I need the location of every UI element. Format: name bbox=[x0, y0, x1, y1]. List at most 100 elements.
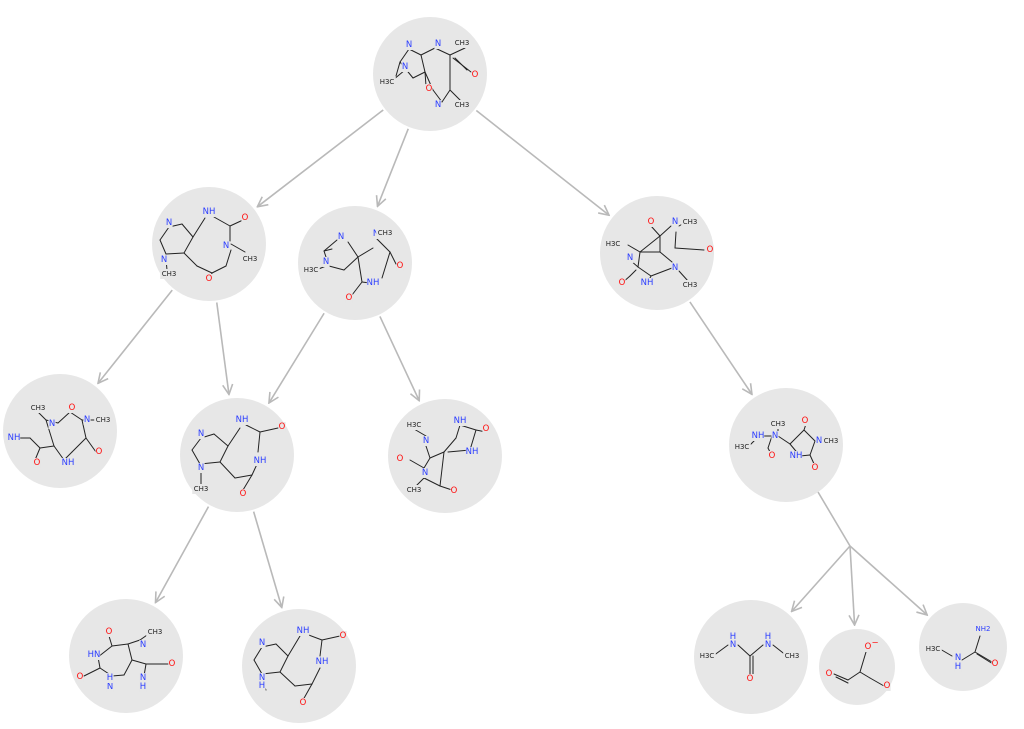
bond-line bbox=[413, 428, 427, 437]
bond-line bbox=[650, 225, 661, 237]
atom-label-bg bbox=[471, 70, 479, 80]
atom-label: N bbox=[772, 431, 778, 441]
atom-label-bg bbox=[345, 293, 353, 303]
atom-label: NH bbox=[316, 657, 329, 667]
atom-label: O bbox=[206, 274, 213, 284]
atom-label-bg bbox=[222, 241, 230, 251]
atom-label-bg bbox=[192, 484, 210, 494]
bond-line bbox=[399, 48, 410, 63]
atom-label-bg bbox=[106, 682, 114, 692]
atom-label-bg bbox=[453, 416, 467, 426]
atom-label-bg bbox=[618, 278, 626, 288]
atom-label: O bbox=[472, 70, 479, 80]
atom-label: O bbox=[802, 416, 809, 426]
bond-line bbox=[279, 671, 296, 687]
edge-arrow bbox=[689, 301, 752, 394]
node-circle bbox=[298, 206, 412, 320]
bond-line bbox=[859, 671, 871, 679]
atom-label-bg bbox=[640, 278, 654, 288]
bond-line bbox=[279, 655, 289, 673]
atom-label: NH bbox=[254, 456, 267, 466]
bond-line bbox=[219, 461, 236, 479]
atom-label: H3C bbox=[304, 266, 319, 274]
atom-label-bg bbox=[647, 217, 655, 227]
atom-label: O bbox=[483, 424, 490, 434]
bond-line bbox=[375, 237, 391, 253]
atom-label: H bbox=[955, 662, 961, 672]
atom-label-bg bbox=[425, 84, 433, 94]
atom-label-bg bbox=[954, 653, 962, 663]
atom-label-bg bbox=[671, 217, 679, 227]
bond-line bbox=[191, 449, 201, 465]
atom-label-bg bbox=[146, 627, 164, 637]
atom-label: N bbox=[627, 253, 633, 263]
atom-label-bg bbox=[253, 456, 267, 466]
bond-line bbox=[71, 437, 87, 453]
atom-label: N bbox=[140, 673, 146, 683]
bond-line bbox=[311, 667, 321, 685]
bond-line bbox=[347, 241, 359, 258]
atom-label: CH3 bbox=[31, 404, 46, 412]
atom-label: CH3 bbox=[378, 229, 393, 237]
atom-label-bg bbox=[61, 458, 75, 468]
node-circle bbox=[242, 609, 356, 723]
bond-line bbox=[423, 457, 431, 469]
atom-label-bg bbox=[95, 447, 103, 457]
atom-label: O bbox=[242, 213, 249, 223]
atom-label: NH2 bbox=[976, 625, 991, 633]
atom-label-bg bbox=[991, 659, 999, 669]
bond-line bbox=[45, 419, 55, 447]
bond-line bbox=[629, 269, 637, 277]
atom-label-bg bbox=[422, 436, 430, 446]
bond-line bbox=[181, 223, 194, 238]
atom-label: O bbox=[826, 669, 833, 679]
atom-label-bg bbox=[811, 463, 819, 473]
bond-line bbox=[242, 474, 253, 491]
atom-label: O bbox=[451, 486, 458, 496]
bond-line bbox=[191, 437, 202, 451]
atom-label: N bbox=[198, 463, 204, 473]
bond-line bbox=[196, 265, 213, 274]
atom-label: N bbox=[323, 257, 329, 267]
atom-label: O bbox=[169, 659, 176, 669]
atom-label-bg bbox=[258, 638, 266, 648]
bond-line bbox=[425, 445, 431, 459]
atom-label: N bbox=[672, 263, 678, 273]
bond-line bbox=[29, 437, 41, 449]
atom-label-bg bbox=[604, 239, 622, 249]
edge-arrow bbox=[475, 109, 609, 216]
atom-label-bg bbox=[339, 631, 347, 641]
atom-label: − bbox=[871, 638, 878, 648]
atom-label-bg bbox=[94, 415, 112, 425]
bond-line bbox=[211, 265, 227, 274]
atom-label-bg bbox=[783, 651, 801, 661]
atom-label-bg bbox=[626, 253, 634, 263]
atom-label-bg bbox=[258, 673, 266, 683]
atom-label-bg bbox=[160, 255, 168, 265]
bond-line bbox=[69, 411, 83, 421]
atom-label-bg bbox=[302, 265, 320, 275]
atom-label-bg bbox=[376, 228, 394, 238]
atom-label-bg bbox=[366, 278, 380, 288]
atom-label: NH bbox=[752, 431, 765, 441]
atom-label: H3C bbox=[735, 443, 750, 451]
bond-line bbox=[443, 437, 457, 453]
edge-arrow bbox=[850, 545, 855, 625]
molecule-node-glyoxylate-k[interactable]: O−OO bbox=[819, 629, 895, 705]
bond-line bbox=[659, 251, 673, 263]
atom-label: NH bbox=[236, 415, 249, 425]
edges bbox=[98, 109, 927, 625]
